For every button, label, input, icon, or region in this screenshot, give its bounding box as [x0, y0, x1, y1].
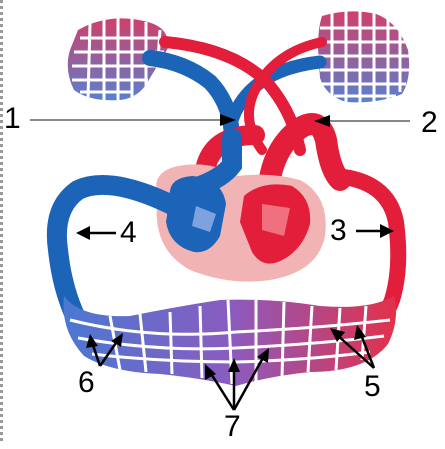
label-6: 6 [78, 368, 95, 398]
label-1: 1 [4, 104, 21, 134]
left-dashed-border [0, 0, 3, 444]
label-5: 5 [364, 372, 381, 402]
label-4: 4 [120, 218, 137, 248]
label-3: 3 [330, 216, 347, 246]
right-lung-capillaries [318, 10, 410, 104]
systemic-vein-loop [57, 185, 172, 318]
label-7: 7 [224, 412, 241, 442]
label-2: 2 [421, 108, 438, 138]
pointer-lines [30, 114, 410, 127]
heart [156, 164, 325, 281]
